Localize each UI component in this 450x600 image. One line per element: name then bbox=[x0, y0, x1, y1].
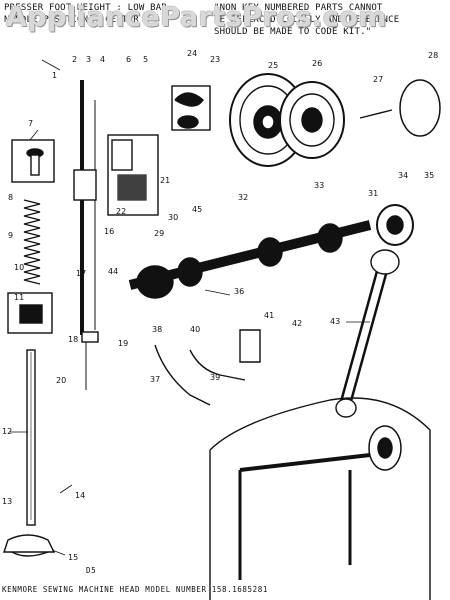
callout-6: 6 bbox=[126, 55, 131, 64]
watermark: AppliancePartsPros.com bbox=[6, 2, 388, 33]
callout-16: 16 bbox=[104, 227, 114, 236]
callout-42: 42 bbox=[292, 319, 302, 328]
callout-27: 27 bbox=[373, 75, 383, 84]
callout-18: 18 bbox=[68, 335, 78, 344]
callout-41: 41 bbox=[264, 311, 274, 320]
callout-12: 12 bbox=[2, 427, 12, 436]
callout-35: 35 bbox=[424, 171, 434, 180]
callout-14: 14 bbox=[75, 491, 85, 500]
callout-9: 9 bbox=[8, 231, 13, 240]
callout-38: 38 bbox=[152, 325, 162, 334]
diagram-caption: KENMORE SEWING MACHINE HEAD MODEL NUMBER… bbox=[2, 585, 268, 594]
callout-15: 15 bbox=[68, 553, 78, 562]
callout-29: 29 bbox=[154, 229, 164, 238]
callout-10: 10 bbox=[14, 263, 24, 272]
callout-39: 39 bbox=[210, 373, 220, 382]
callout-24: 24 bbox=[187, 49, 197, 58]
callout-2: 2 bbox=[72, 55, 77, 64]
callout-5: 5 bbox=[143, 55, 148, 64]
header-notice-line-2: BE REPLACED LOCALLY AND REFERENCE bbox=[214, 15, 400, 25]
callout-33: 33 bbox=[314, 181, 324, 190]
callout-20: 20 bbox=[56, 376, 66, 385]
page-code: D5 bbox=[86, 566, 97, 575]
callout-37: 37 bbox=[150, 375, 160, 384]
callout-32: 32 bbox=[238, 193, 248, 202]
header-notice-line-3: SHOULD BE MADE TO CODE KIT." bbox=[214, 27, 372, 37]
callout-36: 36 bbox=[234, 287, 244, 296]
callout-13: 13 bbox=[2, 497, 12, 506]
callout-7: 7 bbox=[28, 119, 33, 128]
callout-44: 44 bbox=[108, 267, 118, 276]
callout-28: 28 bbox=[428, 51, 438, 60]
callout-17: 17 bbox=[76, 269, 86, 278]
callout-1: 1 bbox=[52, 71, 57, 80]
callout-40: 40 bbox=[190, 325, 200, 334]
callout-30: 30 bbox=[168, 213, 178, 222]
callout-43: 43 bbox=[330, 317, 340, 326]
callout-21: 21 bbox=[160, 176, 170, 185]
callout-45: 45 bbox=[192, 205, 202, 214]
callout-25: 25 bbox=[268, 61, 278, 70]
callout-8: 8 bbox=[8, 193, 13, 202]
callout-26: 26 bbox=[312, 59, 322, 68]
callout-22: 22 bbox=[116, 207, 126, 216]
header-presser-foot-height: PRESSER FOOT HEIGHT : LOW BAR bbox=[4, 3, 167, 13]
callout-34: 34 bbox=[398, 171, 408, 180]
callout-19: 19 bbox=[118, 339, 128, 348]
callout-4: 4 bbox=[100, 55, 105, 64]
header-notice-line-1: "NON KEY NUMBERED PARTS CANNOT bbox=[214, 3, 383, 13]
header-needle-position: NEEDLE POSITION : CENTER bbox=[4, 15, 139, 25]
callout-31: 31 bbox=[368, 189, 378, 198]
callout-3: 3 bbox=[86, 55, 91, 64]
callout-23: 23 bbox=[210, 55, 220, 64]
callout-11: 11 bbox=[14, 293, 24, 302]
